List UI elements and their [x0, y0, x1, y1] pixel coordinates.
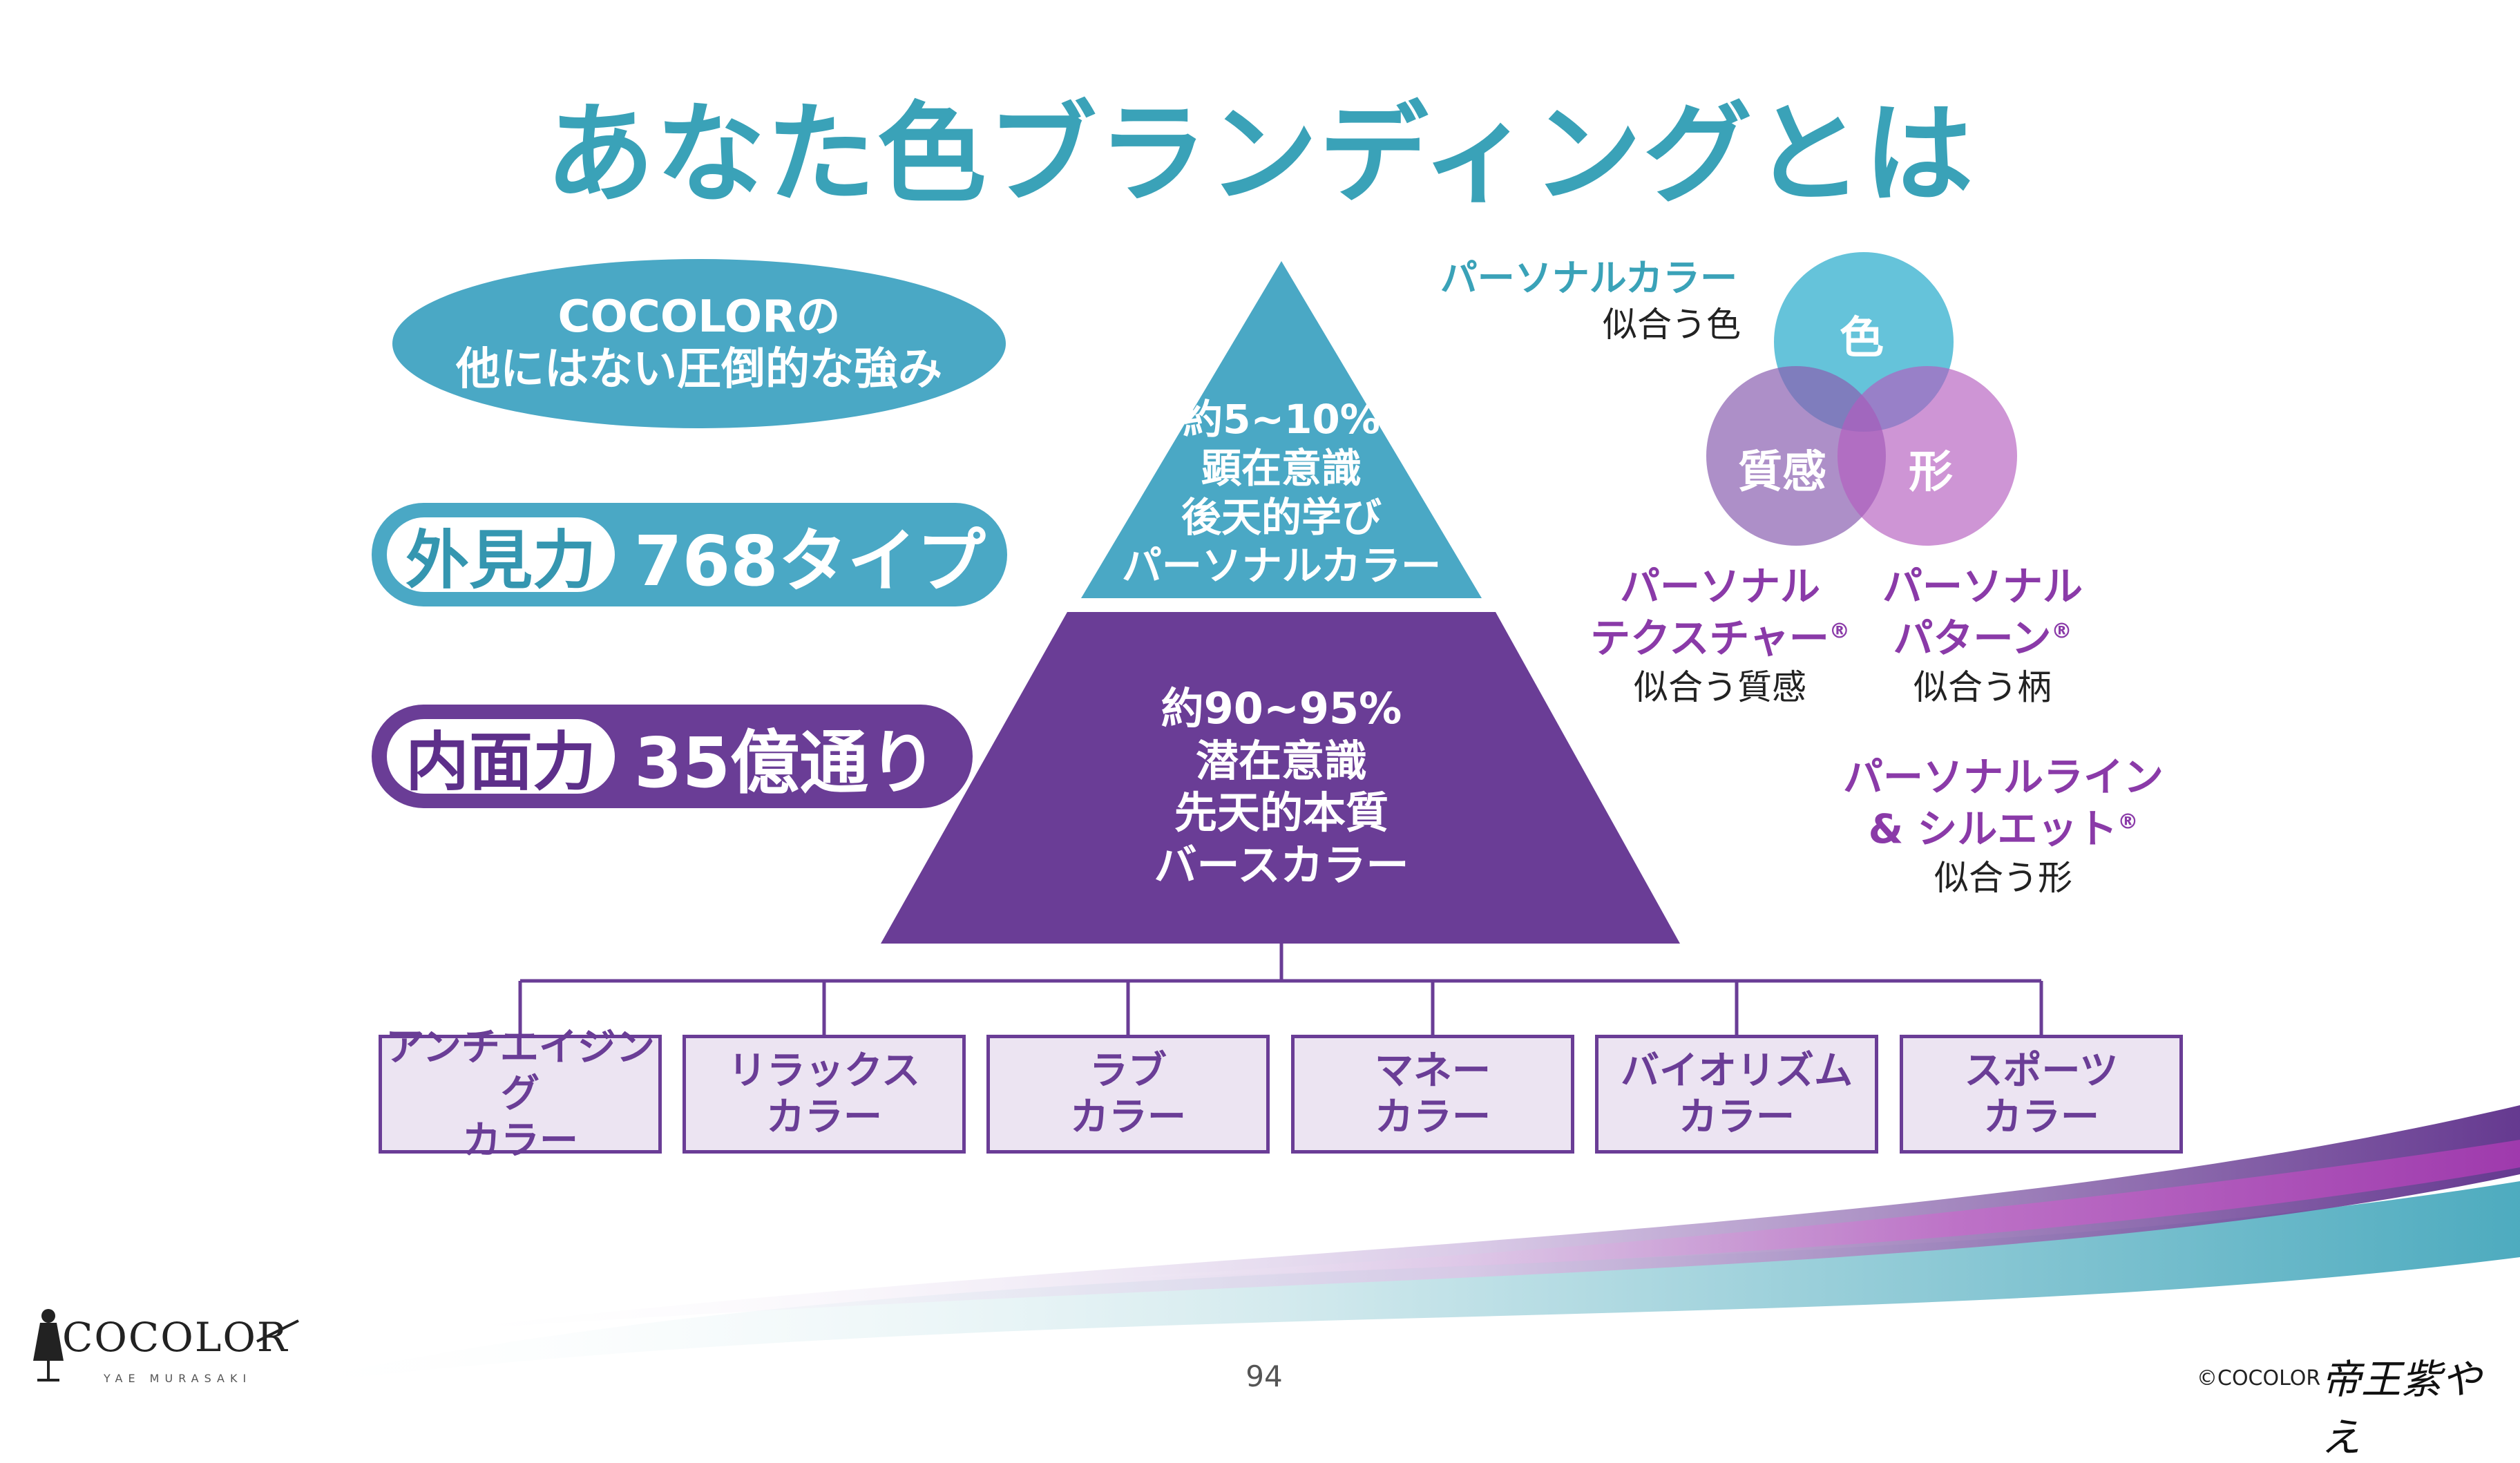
- strength-badge: COCOLORの 他にはない圧倒的な強み: [392, 259, 1006, 428]
- page-title: あなた色ブランディングとは: [545, 91, 1975, 218]
- term-personal-color-sub: 似合う色: [1603, 305, 1741, 345]
- registered-mark: ®: [2117, 810, 2139, 835]
- signature: 帝王紫やえ: [2321, 1356, 2482, 1461]
- color-box-line2: カラー: [1070, 1095, 1186, 1140]
- appearance-value: 768タイプ: [634, 520, 986, 602]
- term-line: パーソナルライン & シルエット® 似合う形: [1810, 752, 2197, 901]
- color-box-line1: アンチエイジング: [385, 1025, 655, 1117]
- pyramid-bottom-text: 約90~95% 潜在意識 先天的本質 バースカラー: [1022, 682, 1540, 892]
- dress-form-icon: [33, 1309, 64, 1381]
- pyramid-bottom-line: バースカラー: [1154, 839, 1409, 890]
- color-box-line1: マネー: [1375, 1048, 1491, 1093]
- term-line-name2: & シルエット: [1868, 805, 2118, 853]
- color-box-line2: カラー: [1375, 1095, 1491, 1140]
- inner-value: 35億通り: [634, 722, 938, 803]
- venn-label-color: 色: [1840, 313, 1884, 364]
- page-number: 94: [1245, 1359, 1283, 1393]
- color-box-line2: カラー: [462, 1118, 578, 1163]
- pyramid-top-line: 顕在意識: [1201, 444, 1362, 492]
- diagram-graphics: [33, 252, 2520, 1388]
- term-texture-sub: 似合う質感: [1634, 667, 1806, 707]
- connector-lines: [518, 944, 2043, 1035]
- color-box-sports: スポーツ カラー: [1900, 1035, 2183, 1154]
- registered-mark: ®: [2051, 620, 2072, 644]
- pyramid-bottom: [881, 612, 1680, 944]
- appearance-pill: 外見力 768タイプ: [372, 503, 1007, 606]
- pyramid-bottom-line: 潜在意識: [1195, 735, 1367, 786]
- venn-circle-texture: [1706, 366, 1886, 546]
- color-box-line2: カラー: [1983, 1095, 2099, 1140]
- term-texture: パーソナル テクスチャー® 似合う質感: [1554, 561, 1886, 710]
- color-box-biorhythm: バイオリズム カラー: [1595, 1035, 1878, 1154]
- venn-circle-shape: [1838, 366, 2017, 546]
- color-box-line1: スポーツ: [1964, 1048, 2119, 1093]
- venn-label-texture: 質感: [1738, 447, 1826, 498]
- term-pattern: パーソナル パターン® 似合う柄: [1824, 561, 2141, 710]
- copyright: ©COCOLOR: [2197, 1366, 2321, 1390]
- pyramid-top-line: パーソナルカラー: [1121, 542, 1442, 590]
- term-line-sub: 似合う形: [1934, 857, 2072, 898]
- strength-line1: COCOLORの: [557, 291, 841, 343]
- color-box-line2: カラー: [1679, 1095, 1795, 1140]
- term-texture-name1: パーソナル: [1619, 563, 1820, 610]
- logo-subtitle: YAE MURASAKI: [104, 1372, 252, 1385]
- pyramid-top: [1081, 261, 1482, 598]
- strength-line2: 他にはない圧倒的な強み: [456, 343, 942, 395]
- color-box-line2: カラー: [766, 1095, 882, 1140]
- color-box-anti-aging: アンチエイジング カラー: [379, 1025, 662, 1163]
- color-box-line1: リラックス: [727, 1048, 921, 1093]
- pyramid-top-text: 約5~10% 顕在意識 後天的学び パーソナルカラー: [1057, 395, 1506, 591]
- inner-pill: 内面力 35億通り: [372, 705, 973, 808]
- term-personal-color-name: パーソナルカラー: [1440, 256, 1738, 300]
- pen-icon: [256, 1319, 299, 1343]
- pyramid-bottom-line: 約90~95%: [1161, 683, 1402, 734]
- appearance-label: 外見力: [387, 517, 615, 597]
- term-pattern-name2: パターン: [1893, 615, 2052, 662]
- term-personal-color: パーソナルカラー 似合う色: [1409, 254, 1768, 347]
- color-box-line1: バイオリズム: [1621, 1048, 1853, 1093]
- logo: COCOLOR: [62, 1314, 289, 1361]
- pyramid-top-line: 後天的学び: [1181, 493, 1382, 541]
- pyramid-bottom-line: 先天的本質: [1174, 787, 1388, 839]
- pyramid-top-line: 約5~10%: [1183, 396, 1380, 443]
- color-box-love: ラブ カラー: [986, 1035, 1270, 1154]
- registered-mark: ®: [1829, 620, 1850, 644]
- inner-label: 内面力: [387, 719, 615, 799]
- term-line-name1: パーソナルライン: [1842, 754, 2164, 801]
- color-box-relax: リラックス カラー: [682, 1035, 966, 1154]
- swoosh-teal: [262, 1181, 2520, 1388]
- venn-label-shape: 形: [1909, 447, 1953, 498]
- color-box-money: マネー カラー: [1291, 1035, 1574, 1154]
- color-box-line1: ラブ: [1089, 1048, 1167, 1093]
- term-texture-name2: テクスチャー: [1590, 615, 1829, 662]
- term-pattern-name1: パーソナル: [1882, 563, 2083, 610]
- term-pattern-sub: 似合う柄: [1913, 667, 2052, 707]
